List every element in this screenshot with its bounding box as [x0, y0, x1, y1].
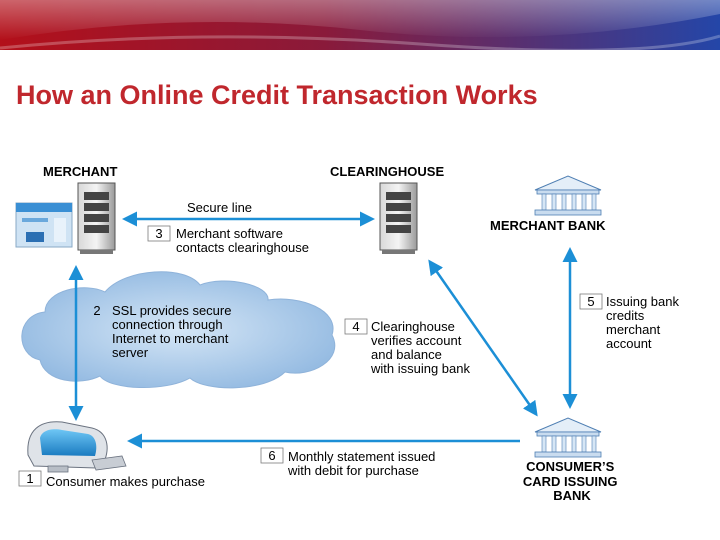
step-number: 2 [93, 303, 100, 318]
step-number: 4 [352, 319, 359, 334]
step-text: Issuing bank credits merchant account [606, 294, 683, 351]
clearinghouse-heading: CLEARINGHOUSE [330, 164, 444, 179]
step-number-box [579, 293, 603, 310]
step-text: SSL provides secure connection through I… [112, 303, 235, 360]
banner-graphic [0, 0, 720, 50]
step-2: 2 SSL provides secure connection through… [93, 303, 235, 360]
step-number: 3 [155, 226, 162, 241]
consumer-bank-heading: CONSUMER’S CARD ISSUING BANK [523, 459, 621, 503]
step-number: 5 [587, 294, 594, 309]
step-text: Merchant software contacts clearinghouse [176, 226, 309, 255]
verification-arrow [428, 259, 538, 417]
step-number-box [344, 318, 368, 335]
step-4: 4 Clearinghouse verifies account and bal… [344, 318, 470, 376]
laptop-icon [91, 455, 127, 471]
server-icon [77, 182, 116, 254]
computer-monitor-icon [27, 421, 108, 473]
merchant-bank-heading: MERCHANT BANK [490, 218, 606, 233]
step-number-box [147, 225, 171, 242]
step-number: 1 [26, 471, 33, 486]
step-1: 1 Consumer makes purchase [18, 470, 205, 489]
storefront-screen-icon [15, 202, 73, 248]
step-6: 6 Monthly statement issued with debit fo… [260, 447, 439, 478]
step-number: 6 [268, 448, 275, 463]
step-text: Clearinghouse verifies account and balan… [370, 319, 470, 376]
step-number-box [18, 470, 42, 487]
slide-title: How an Online Credit Transaction Works [16, 80, 538, 110]
step-5: 5 Issuing bank credits merchant account [579, 293, 683, 351]
step-text: Monthly statement issued with debit for … [287, 449, 439, 478]
bank-building-icon [534, 175, 602, 216]
secure-line-label: Secure line [187, 200, 252, 215]
step-text: Consumer makes purchase [46, 474, 205, 489]
header-banner [0, 0, 720, 50]
bank-building-icon [534, 417, 602, 458]
step-number-box [260, 447, 284, 464]
step-3: 3 Merchant software contacts clearinghou… [147, 225, 309, 255]
server-icon [379, 182, 418, 254]
merchant-heading: MERCHANT [43, 164, 117, 179]
